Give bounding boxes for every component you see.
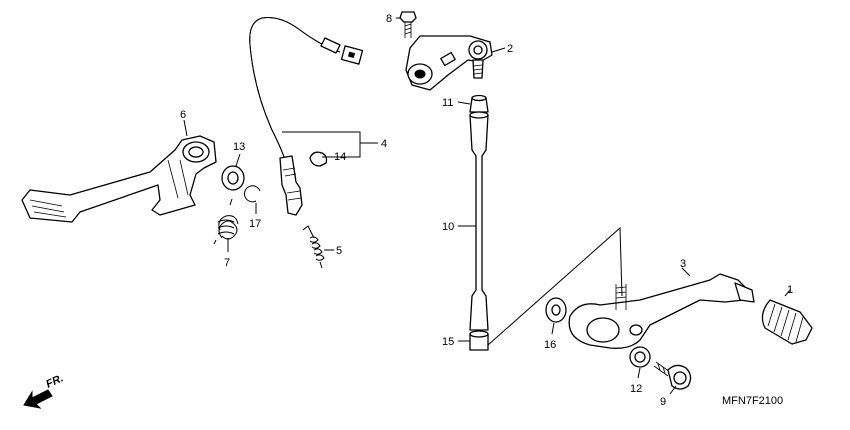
front-direction-arrow-icon: FR. (23, 372, 65, 409)
spring-5 (302, 225, 325, 269)
callout-8: 8 (386, 13, 392, 25)
callout-5: 5 (336, 245, 342, 257)
leader-lines (183, 17, 791, 395)
gearshift-pedal-3 (568, 273, 755, 349)
clip-14 (309, 151, 328, 167)
stop-switch-cable (249, 17, 364, 216)
nut-11 (469, 94, 489, 113)
washer-12 (629, 346, 651, 368)
callout-2: 2 (507, 43, 513, 55)
callout-4: 4 (381, 138, 387, 150)
callout-15: 15 (442, 336, 454, 348)
callout-13: 13 (233, 141, 245, 153)
washer-16 (545, 297, 567, 323)
callout-14: 14 (334, 151, 346, 163)
callout-16: 16 (544, 339, 556, 351)
callout-17: 17 (249, 218, 261, 230)
washer-13 (221, 165, 245, 191)
circlip-17 (244, 185, 261, 203)
gearshift-arm-2 (405, 35, 493, 91)
diagram-code: MFN7F2100 (722, 395, 783, 407)
callout-1: 1 (787, 284, 793, 296)
callout-6: 6 (180, 109, 186, 121)
pivot-bolt-9 (653, 361, 692, 390)
brake-pedal (21, 135, 217, 223)
callout-12: 12 (630, 383, 642, 395)
callout-7: 7 (224, 257, 230, 269)
tie-rod-10 (469, 111, 489, 331)
bolt-8 (399, 11, 417, 38)
pedal-rubber-1 (761, 299, 813, 345)
callout-11: 11 (442, 97, 453, 109)
front-direction-label: FR. (44, 372, 65, 390)
nut-15 (469, 330, 489, 351)
callout-9: 9 (660, 396, 666, 408)
spring-7 (213, 198, 239, 245)
callout-3: 3 (680, 258, 686, 270)
callout-10: 10 (442, 221, 454, 233)
